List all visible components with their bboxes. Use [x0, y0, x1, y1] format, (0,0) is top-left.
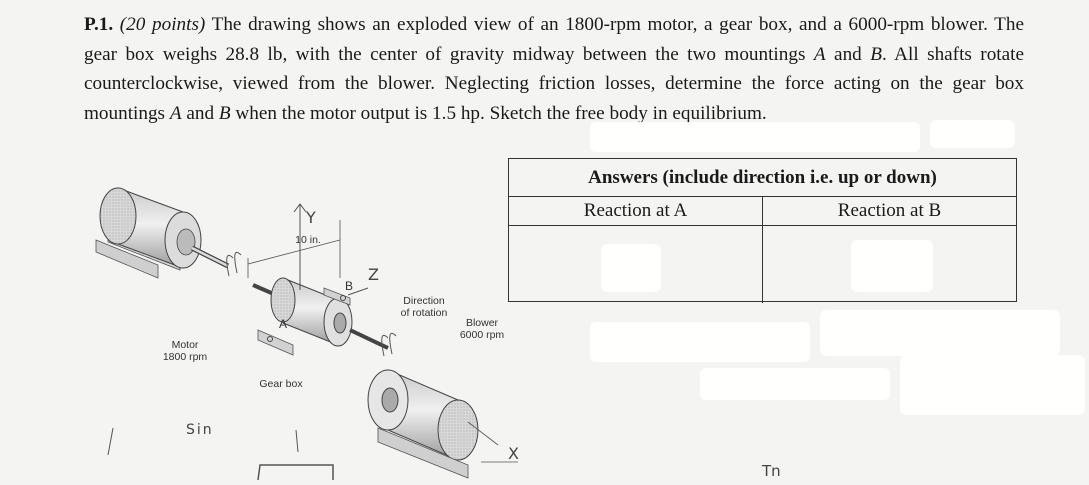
- exploded-view-drawing: [95, 187, 518, 481]
- direction-label: Direction of rotation: [394, 295, 454, 319]
- handwritten-x-axis: X: [508, 444, 519, 463]
- problem-text-3: . All shafts rotate counterclockwise, vi…: [84, 43, 1024, 124]
- var-b: B: [870, 43, 882, 65]
- blower-drawing: [367, 369, 499, 479]
- motor-label: Motor 1800 rpm: [160, 339, 210, 363]
- redaction-smudge: [851, 240, 933, 292]
- problem-number: P.1.: [84, 14, 114, 35]
- direction-label-line-2: of rotation: [400, 307, 448, 319]
- motor-drawing: [95, 187, 242, 279]
- handwritten-y-axis: Y: [306, 208, 316, 227]
- redaction-smudge: [700, 368, 890, 400]
- reaction-a-cell[interactable]: [509, 226, 763, 303]
- redaction-smudge: [820, 310, 1060, 356]
- problem-points: (20 points): [119, 14, 206, 35]
- problem-text-5: when the motor output is 1.5 hp. Sketch …: [230, 102, 767, 124]
- handwritten-z-axis: Z: [368, 265, 379, 284]
- answers-header-row: Reaction at A Reaction at B: [509, 197, 1016, 226]
- blower-label-name: Blower: [465, 317, 499, 329]
- handwritten-sin-note: Sin: [186, 422, 214, 438]
- reaction-a-header: Reaction at A: [509, 197, 763, 225]
- motor-gearbox-blower-figure: Motor 1800 rpm Gear box 10 in. Direction…: [88, 160, 548, 481]
- answers-table-title: Answers (include direction i.e. up or do…: [509, 159, 1016, 197]
- problem-statement: P.1. (20 points) The drawing shows an ex…: [84, 10, 1024, 128]
- gearbox-label: Gear box: [259, 378, 303, 390]
- redaction-smudge: [601, 244, 661, 292]
- redaction-smudge: [590, 122, 920, 152]
- problem-text-2: and: [825, 43, 871, 65]
- blower-label: Blower 6000 rpm: [452, 317, 512, 341]
- redaction-smudge: [590, 322, 810, 362]
- direction-label-line-1: Direction: [403, 295, 445, 307]
- var-b2: B: [218, 102, 231, 124]
- motor-rpm: 1800 rpm: [162, 351, 208, 363]
- redaction-smudge: [900, 355, 1085, 415]
- gearbox-drawing: [247, 203, 397, 357]
- problem-text-1: The drawing shows an exploded view of an…: [84, 14, 1024, 65]
- problem-text-4: and: [181, 102, 219, 124]
- handwritten-bottom-note: Tn: [762, 462, 781, 480]
- var-a2: A: [169, 102, 182, 124]
- mount-a-label: A: [278, 317, 287, 331]
- reaction-b-header: Reaction at B: [837, 200, 942, 221]
- mount-b-label: B: [344, 279, 353, 293]
- redaction-smudge: [930, 120, 1015, 148]
- answers-body-row: [509, 226, 1016, 303]
- var-a: A: [813, 43, 826, 65]
- blower-rpm: 6000 rpm: [459, 329, 505, 341]
- answers-table: Answers (include direction i.e. up or do…: [508, 158, 1017, 303]
- motor-label-name: Motor: [171, 339, 199, 351]
- reaction-b-cell[interactable]: [763, 226, 1016, 303]
- dimension-label: 10 in.: [295, 234, 321, 246]
